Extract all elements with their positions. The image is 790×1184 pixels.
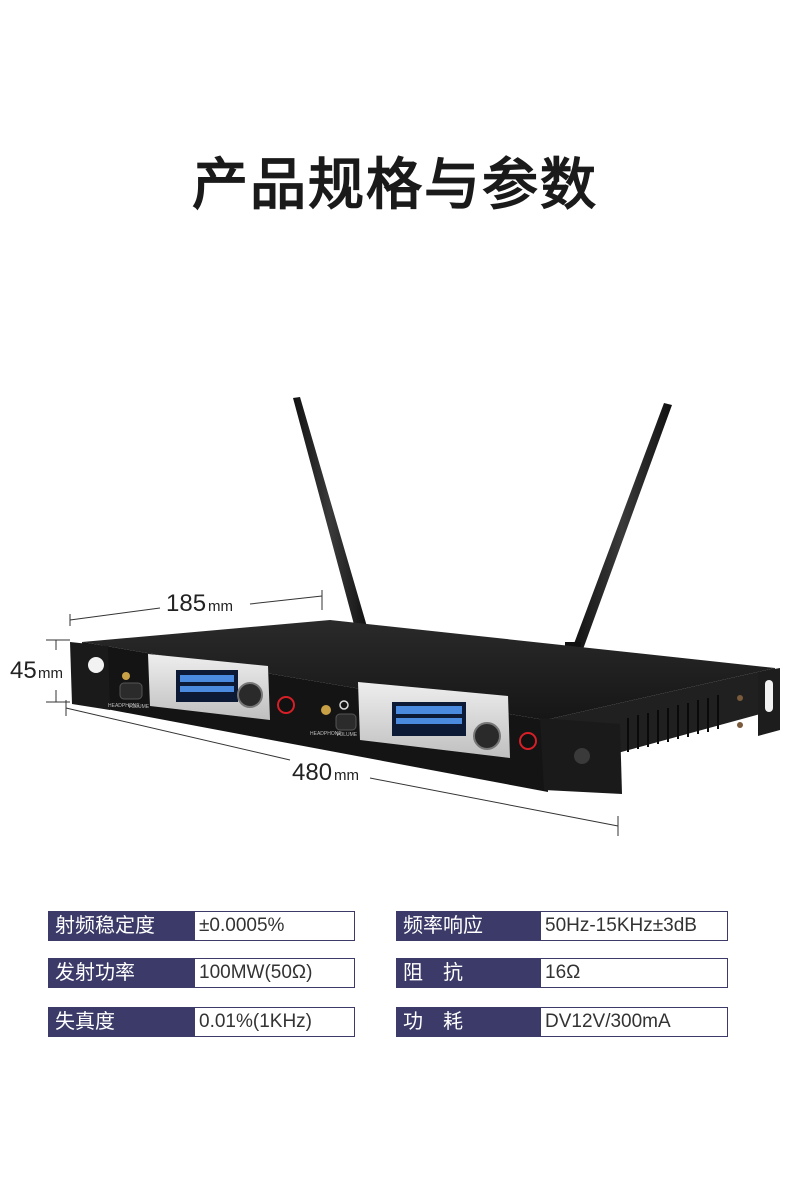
power-button-icon[interactable] <box>277 696 295 714</box>
width-value: 480 <box>292 759 332 786</box>
spec-label: 阻 抗 <box>397 959 541 987</box>
depth-value: 185 <box>166 590 206 617</box>
channel-knob[interactable] <box>473 722 501 750</box>
spec-row-impedance: 阻 抗 16Ω <box>396 958 728 988</box>
spec-value: 50Hz-15KHz±3dB <box>541 912 727 940</box>
spec-value: 0.01%(1KHz) <box>195 1008 354 1036</box>
page-title: 产品规格与参数 <box>192 153 598 218</box>
spec-row-rf-stability: 射频稳定度 ±0.0005% <box>48 911 355 941</box>
spec-label: 功 耗 <box>397 1008 541 1036</box>
rack-ear-front-right <box>540 718 622 794</box>
power-button-icon[interactable] <box>519 732 537 750</box>
height-unit: mm <box>38 665 63 682</box>
headphone-label: HEADPHONE <box>310 731 342 737</box>
product-image: HEADPHONE VOLUME HEADPHONE VOLUME 185 <box>10 397 780 836</box>
rack-ear-right <box>737 668 780 736</box>
channel-1: HEADPHONE VOLUME <box>108 654 295 720</box>
depth-unit: mm <box>208 598 233 615</box>
headphone-icon <box>339 700 349 710</box>
dimension-depth <box>69 590 323 626</box>
spec-row-distortion: 失真度 0.01%(1KHz) <box>48 1007 355 1037</box>
headphone-label: HEADPHONE <box>108 703 140 709</box>
volume-knob[interactable] <box>335 713 357 731</box>
spec-value: ±0.0005% <box>195 912 354 940</box>
chassis-top <box>82 620 775 720</box>
side-vents <box>627 695 719 752</box>
antenna-left <box>293 397 368 636</box>
volume-label: VOLUME <box>128 704 150 710</box>
channel-knob[interactable] <box>237 682 263 708</box>
spec-value: DV12V/300mA <box>541 1008 727 1036</box>
spec-row-transmit-power: 发射功率 100MW(50Ω) <box>48 958 355 988</box>
width-unit: mm <box>334 767 359 784</box>
spec-label: 频率响应 <box>397 912 541 940</box>
spec-label: 发射功率 <box>49 959 195 987</box>
spec-value: 100MW(50Ω) <box>195 959 354 987</box>
height-value: 45 <box>10 657 37 684</box>
rack-ear-left <box>70 642 110 710</box>
dimension-width <box>65 700 619 836</box>
volume-label: VOLUME <box>336 732 358 738</box>
spec-row-power-consumption: 功 耗 DV12V/300mA <box>396 1007 728 1037</box>
spec-label: 失真度 <box>49 1008 195 1036</box>
spec-value: 16Ω <box>541 959 727 987</box>
volume-knob[interactable] <box>119 682 143 700</box>
headphone-jack-icon <box>122 672 130 680</box>
channel-2: HEADPHONE VOLUME <box>310 682 537 758</box>
headphone-jack-icon <box>321 705 331 715</box>
spec-row-frequency-response: 频率响应 50Hz-15KHz±3dB <box>396 911 728 941</box>
spec-label: 射频稳定度 <box>49 912 195 940</box>
antenna-right <box>565 403 672 654</box>
